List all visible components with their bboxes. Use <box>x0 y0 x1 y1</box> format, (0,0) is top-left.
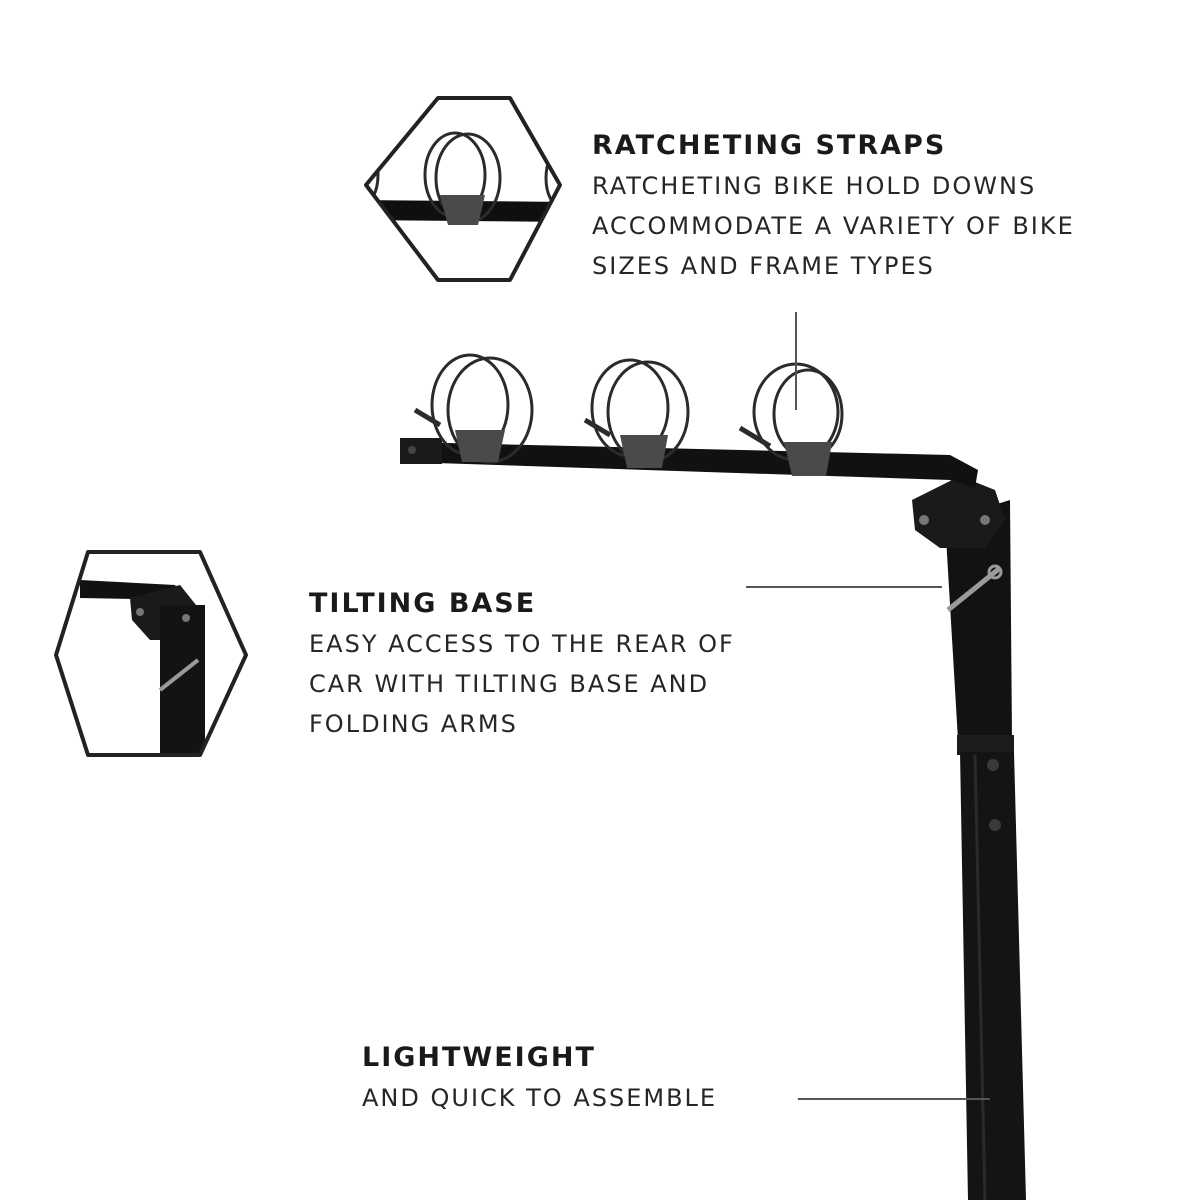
feature-description-line: SIZES AND FRAME TYPES <box>592 252 935 280</box>
tilting-hinge <box>912 476 1005 612</box>
feature-description-line: EASY ACCESS TO THE REAR OF <box>309 630 735 658</box>
feature-description-line: AND QUICK TO ASSEMBLE <box>362 1084 718 1112</box>
feature-description-line: ACCOMMODATE A VARIETY OF BIKE <box>592 212 1075 240</box>
hex-detail-tilting-base <box>54 550 248 757</box>
cradle-2 <box>583 358 690 468</box>
hex-detail-straps <box>364 96 562 282</box>
rack-mast <box>945 500 1026 1200</box>
feature-description-line: FOLDING ARMS <box>309 710 518 738</box>
feature-title: TILTING BASE <box>309 588 537 619</box>
feature-tilting-base: TILTING BASE EASY ACCESS TO THE REAR OF … <box>309 584 735 744</box>
cradle-3 <box>738 362 844 476</box>
feature-ratcheting-straps: RATCHETING STRAPS RATCHETING BIKE HOLD D… <box>592 126 1075 286</box>
feature-description-line: RATCHETING BIKE HOLD DOWNS <box>592 172 1037 200</box>
feature-lightweight: LIGHTWEIGHT AND QUICK TO ASSEMBLE <box>362 1038 717 1118</box>
cradle-1 <box>413 353 534 464</box>
feature-title: LIGHTWEIGHT <box>362 1042 596 1073</box>
feature-title: RATCHETING STRAPS <box>592 130 947 161</box>
feature-description-line: CAR WITH TILTING BASE AND <box>309 670 710 698</box>
rack-arm <box>400 438 978 488</box>
